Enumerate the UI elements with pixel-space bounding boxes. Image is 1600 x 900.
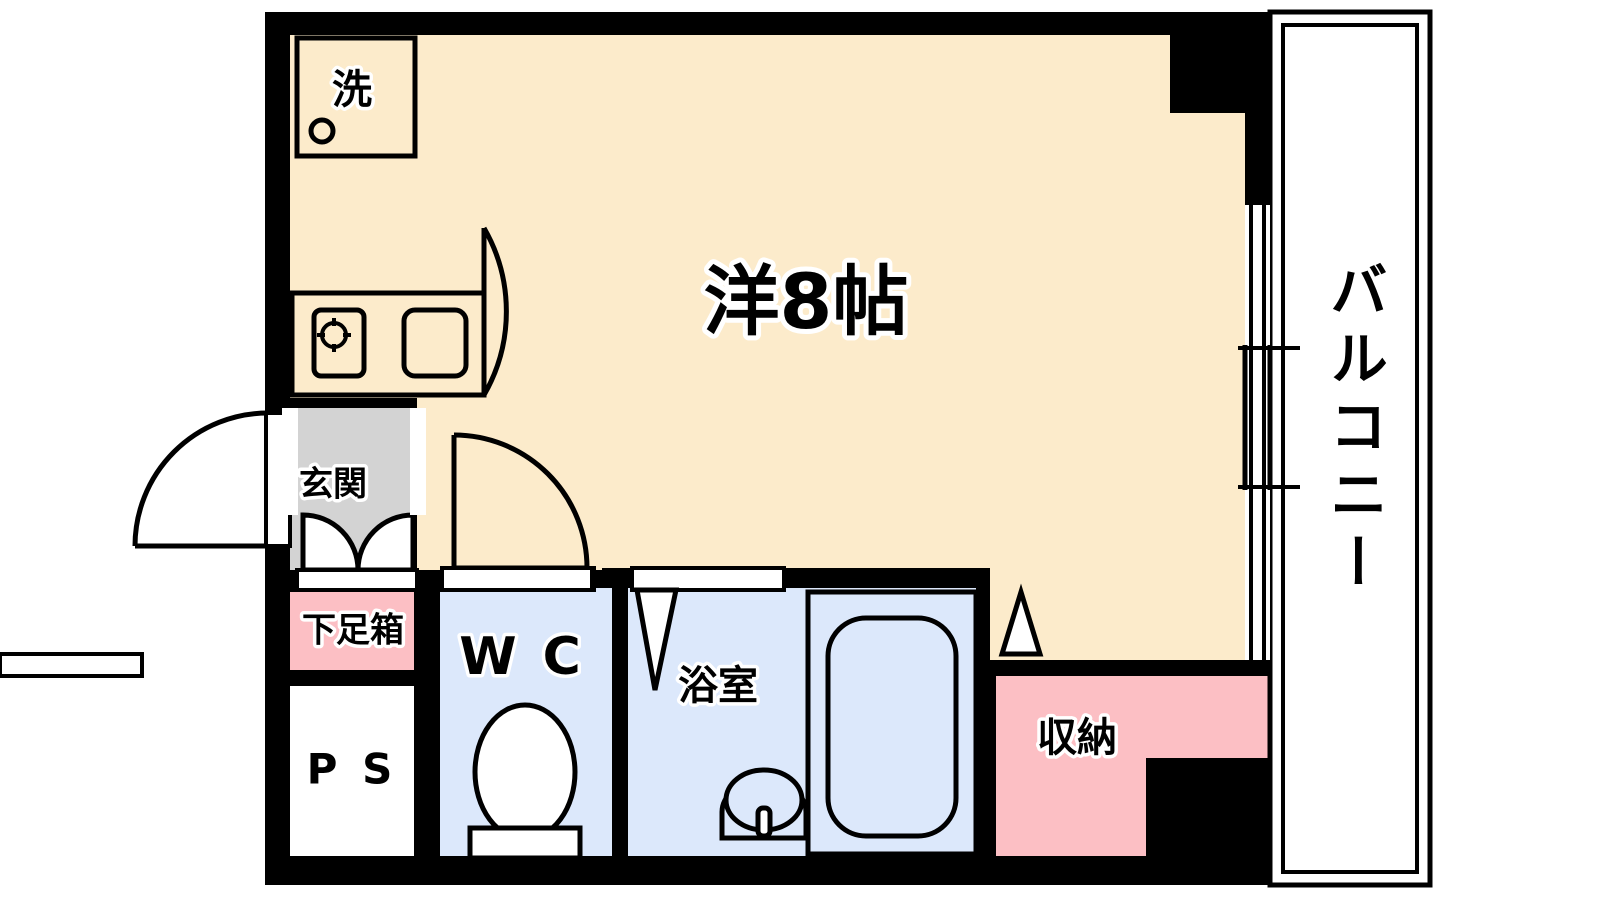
balcony-fill: [1270, 12, 1430, 885]
washer-space-label: 洗: [332, 67, 372, 113]
toilet-door[interactable]: [440, 566, 594, 592]
bathroom-label: 浴室: [678, 663, 758, 709]
entry-jamb-right: [410, 408, 426, 515]
kitchen-door[interactable]: [481, 226, 509, 397]
bathtub: [805, 589, 979, 857]
balcony-label: バルコニー: [1320, 260, 1388, 600]
ps-label: P S: [307, 745, 398, 794]
toilet-label: W C: [459, 627, 585, 687]
kitchen-counter: [289, 290, 487, 398]
stove-burner-icon: [317, 318, 351, 352]
shoe-box-fill: [290, 592, 414, 670]
shoe-box-label: 下足箱: [302, 611, 404, 651]
entry-jamb-left: [282, 408, 298, 515]
storage-door[interactable]: [0, 583, 1044, 678]
entrance-label: 玄関: [299, 465, 367, 505]
storage-fill: [996, 676, 1276, 856]
main-room-label: 洋8帖: [704, 257, 909, 346]
ps-box: [290, 686, 414, 856]
entry-threshold: [295, 568, 419, 592]
storage-label: 収納: [1037, 715, 1117, 761]
washer-space: [294, 35, 418, 159]
toilet-bowl: [467, 702, 583, 861]
front-door[interactable]: [132, 410, 269, 549]
wash-basin: [719, 767, 809, 841]
bath-door[interactable]: [630, 566, 786, 691]
balcony-window[interactable]: [1238, 205, 1300, 660]
